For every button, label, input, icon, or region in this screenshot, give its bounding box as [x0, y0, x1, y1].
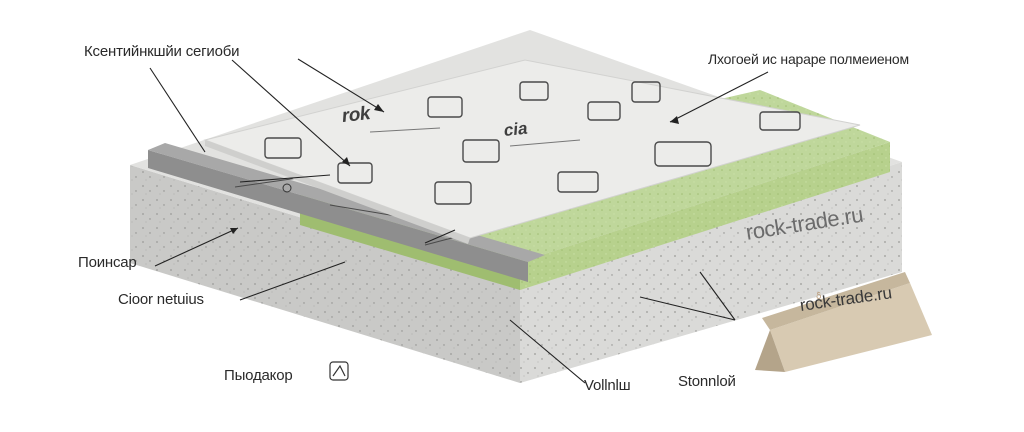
callout-label: Пыодакор — [224, 367, 293, 384]
callout-label: Vollnlш — [584, 377, 631, 394]
leader-arrowheads — [230, 104, 679, 234]
callout-label: Cioor netuius — [118, 291, 204, 308]
callout-label: Лхогоей ис нараре полмеиеном — [708, 51, 909, 67]
box-icon — [329, 361, 349, 381]
callout-label: Поинсар — [78, 254, 137, 271]
membrane-logo: rok — [341, 102, 371, 128]
brand-sign — [755, 272, 932, 372]
membrane-logo-secondary: cia — [503, 118, 529, 141]
membrane-sheet — [203, 59, 861, 244]
sign-mark: ẟ — [816, 291, 822, 301]
callout-label: Ксентийнкшйи сегиоби — [84, 43, 240, 60]
callout-label: Stonnloй — [678, 373, 736, 390]
leader-lines — [149, 58, 769, 384]
